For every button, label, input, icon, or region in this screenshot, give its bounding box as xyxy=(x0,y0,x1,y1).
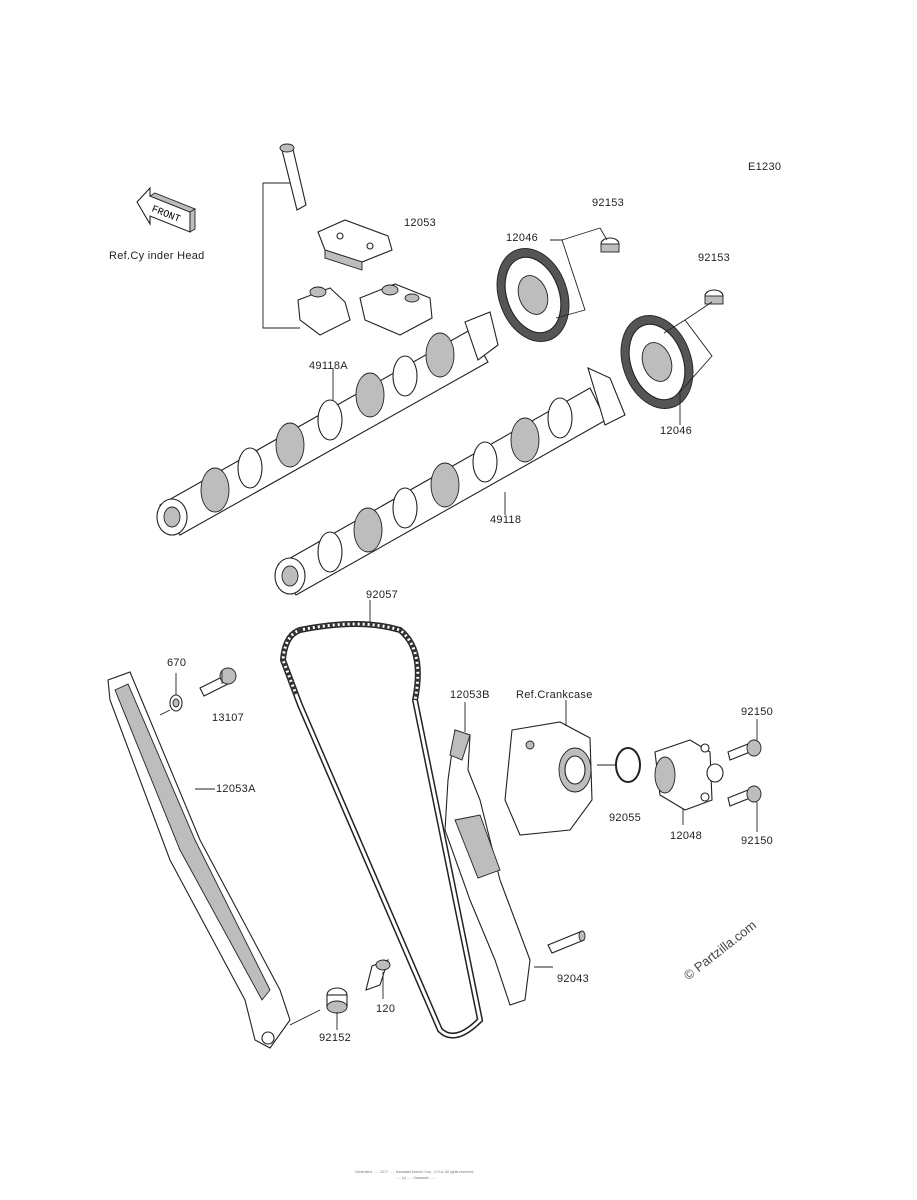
label-12053A: 12053A xyxy=(216,783,256,795)
o-ring-92055 xyxy=(615,747,641,783)
footer-line-2: ...... (c) ...... Kawasaki ...... xyxy=(395,1176,436,1180)
washer-670 xyxy=(169,694,183,712)
sprocket-12046-bottom xyxy=(620,314,694,410)
cam-cap-bolt xyxy=(279,143,307,211)
sprocket-leaders xyxy=(550,227,713,425)
label-12046-top: 12046 xyxy=(506,232,539,244)
footer-line-1: Generated: ...... 2017 ...... Kawasaki M… xyxy=(355,1170,474,1174)
label-670: 670 xyxy=(167,657,187,669)
chain-guide-12053A xyxy=(107,671,291,1049)
label-12046-bottom: 12046 xyxy=(660,425,693,437)
ref-cylinder-head: Ref.Cy inder Head xyxy=(109,250,205,262)
bolt-92150-b xyxy=(727,785,762,807)
cam-cap-12053 xyxy=(317,219,393,271)
tensioner-guide-12053B xyxy=(444,729,531,1006)
bolt-92150-a xyxy=(727,739,762,761)
label-12048: 12048 xyxy=(670,830,703,842)
label-92043: 92043 xyxy=(557,973,590,985)
bolt-120 xyxy=(365,959,391,991)
camshaft-49118A xyxy=(156,311,499,536)
sprocket-12046-top xyxy=(496,247,570,343)
cam-chain-92057 xyxy=(279,621,484,1039)
sprocket-bolt-92153-a xyxy=(600,237,620,253)
label-12053: 12053 xyxy=(404,217,437,229)
label-92150-b: 92150 xyxy=(741,835,774,847)
sprocket-bolt-92153-b xyxy=(704,289,724,305)
label-49118A: 49118A xyxy=(309,360,348,372)
label-92152: 92152 xyxy=(319,1032,352,1044)
label-92153-b: 92153 xyxy=(698,252,731,264)
front-arrow-icon xyxy=(136,186,197,233)
label-120: 120 xyxy=(376,1003,396,1015)
label-92150-a: 92150 xyxy=(741,706,774,718)
label-12053B: 12053B xyxy=(450,689,490,701)
label-13107: 13107 xyxy=(212,712,245,724)
bolt-13107 xyxy=(199,667,237,697)
leader-lines xyxy=(159,368,758,1030)
label-49118: 49118 xyxy=(490,514,522,526)
label-92153-a: 92153 xyxy=(592,197,625,209)
ref-crankcase: Ref.Crankcase xyxy=(516,689,593,701)
label-92057: 92057 xyxy=(366,589,399,601)
cam-holder xyxy=(297,283,433,336)
cam-cap-bracket xyxy=(262,182,300,329)
label-92055: 92055 xyxy=(609,812,642,824)
crankcase-block xyxy=(504,721,593,836)
diagram-code: E1230 xyxy=(748,161,782,173)
camshaft-49118 xyxy=(274,366,626,596)
pin-92043 xyxy=(547,930,586,954)
tensioner-12048 xyxy=(654,739,724,811)
collar-92152 xyxy=(326,987,348,1014)
